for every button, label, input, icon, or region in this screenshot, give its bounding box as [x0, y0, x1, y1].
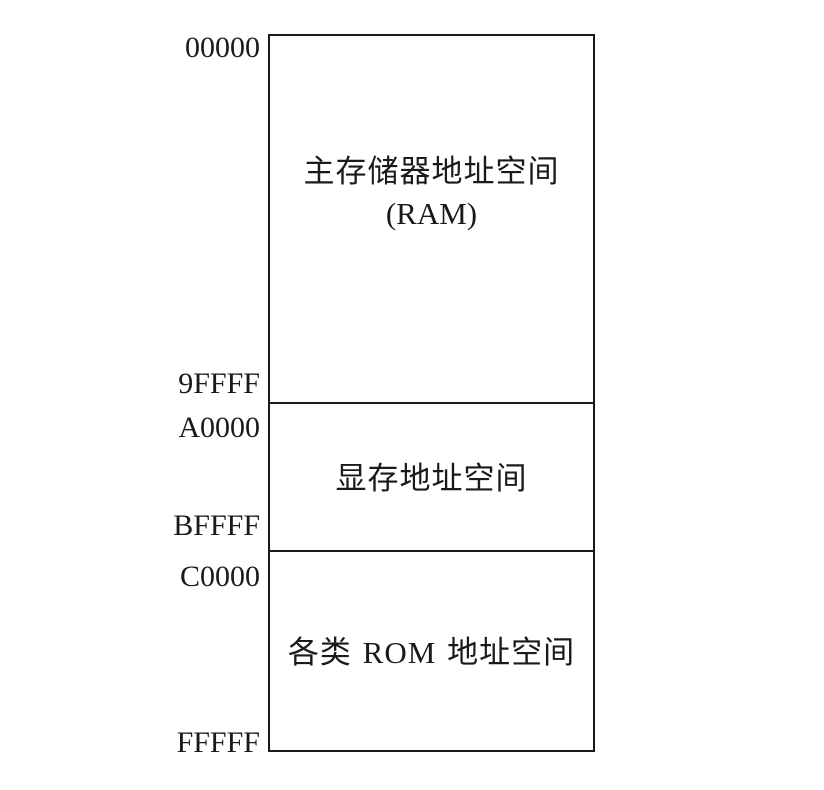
region-rom-label: 各类 ROM 地址空间: [288, 632, 575, 674]
address-rom-end: FFFFF: [176, 726, 260, 759]
address-rom-start: C0000: [179, 560, 260, 593]
region-rom: 各类 ROM 地址空间: [270, 550, 593, 752]
region-rom-label-ascii: ROM: [362, 635, 437, 670]
address-vram-start: A0000: [178, 411, 260, 444]
address-ram-start: 00000: [185, 31, 260, 64]
address-vram-end: BFFFF: [173, 509, 260, 542]
address-ram-end: 9FFFF: [178, 367, 260, 400]
region-vram: 显存地址空间: [270, 402, 593, 550]
region-vram-label: 显存地址空间: [335, 461, 528, 497]
region-ram: 主存储器地址空间 (RAM): [270, 36, 593, 402]
region-rom-label-prefix: 各类: [287, 635, 363, 671]
memory-address-map: 主存储器地址空间 (RAM) 显存地址空间 各类 ROM 地址空间: [268, 34, 595, 752]
region-rom-label-suffix: 地址空间: [436, 635, 576, 671]
region-ram-label: 主存储器地址空间: [303, 154, 560, 190]
region-ram-sublabel: (RAM): [385, 196, 478, 231]
